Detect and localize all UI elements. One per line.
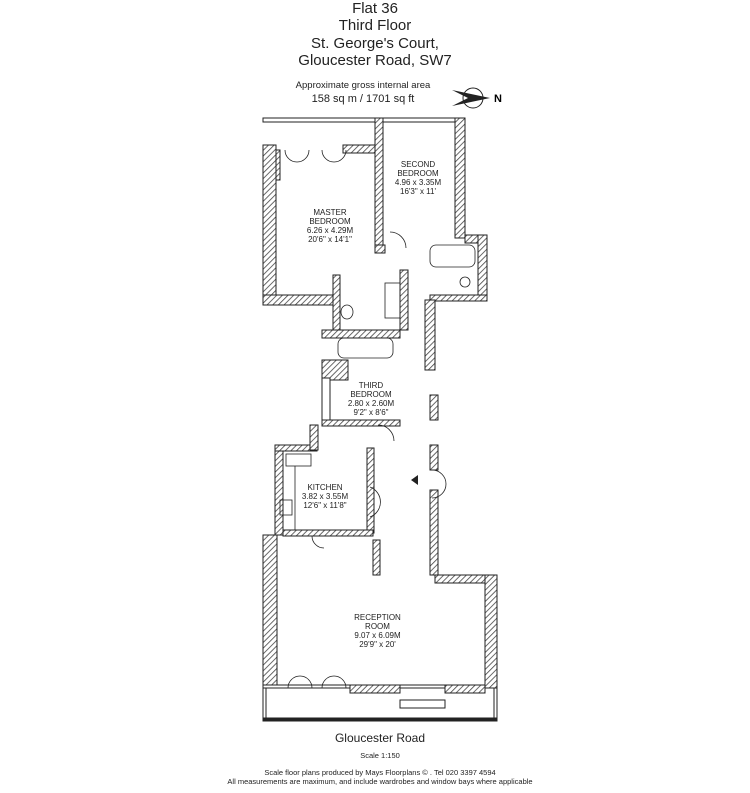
title-line-2: Third Floor <box>338 17 412 34</box>
walls <box>262 117 498 722</box>
room-name: THIRD <box>358 381 384 390</box>
room-name: MASTER <box>313 208 347 217</box>
north-arrow-icon <box>452 87 490 109</box>
room-name-2: BEDROOM <box>350 390 392 399</box>
room-metric: 9.07 x 6.09M <box>354 631 401 640</box>
room-imperial: 12'6" x 11'8" <box>303 501 347 510</box>
title-line-4: Gloucester Road, SW7 <box>298 52 452 69</box>
room-imperial: 16'3" x 11' <box>400 187 436 196</box>
room-name-2: BEDROOM <box>309 217 351 226</box>
room-name: KITCHEN <box>307 483 343 492</box>
scale-label: Scale 1:150 <box>360 751 400 760</box>
room-kitchen: KITCHEN 3.82 x 3.55M 12'6" x 11'8" <box>295 483 355 510</box>
area-value: 158 sq m / 1701 sq ft <box>311 93 415 105</box>
room-imperial: 9'2" x 8'6" <box>353 408 389 417</box>
area-label: Approximate gross internal area <box>295 80 431 91</box>
room-metric: 2.80 x 2.60M <box>347 399 395 408</box>
room-imperial: 20'6" x 14'1" <box>308 235 352 244</box>
room-name-2: ROOM <box>365 622 390 631</box>
street-label: Gloucester Road <box>334 731 426 745</box>
title-line-3: St. George's Court, <box>311 35 439 52</box>
room-name: RECEPTION <box>354 613 401 622</box>
room-metric: 3.82 x 3.55M <box>301 492 349 501</box>
room-name: SECOND <box>400 160 436 169</box>
room-imperial: 29'9" x 20' <box>359 640 396 649</box>
compass-letter: N <box>494 93 502 105</box>
room-second-bedroom: SECOND BEDROOM 4.96 x 3.35M 16'3" x 11' <box>388 160 448 196</box>
title-line-1: Flat 36 <box>352 0 398 17</box>
disclaimer-text: All measurements are maximum, and includ… <box>227 777 533 786</box>
room-metric: 6.26 x 4.29M <box>306 226 354 235</box>
fixtures <box>279 149 476 689</box>
room-third-bedroom: THIRD BEDROOM 2.80 x 2.60M 9'2" x 8'6" <box>336 381 406 417</box>
room-master-bedroom: MASTER BEDROOM 6.26 x 4.29M 20'6" x 14'1… <box>300 208 360 244</box>
room-name-2: BEDROOM <box>397 169 439 178</box>
room-reception: RECEPTION ROOM 9.07 x 6.09M 29'9" x 20' <box>345 613 410 649</box>
entrance-arrow-icon <box>411 475 418 485</box>
credit-text: Scale floor plans produced by Mays Floor… <box>264 768 496 777</box>
room-metric: 4.96 x 3.35M <box>394 178 442 187</box>
